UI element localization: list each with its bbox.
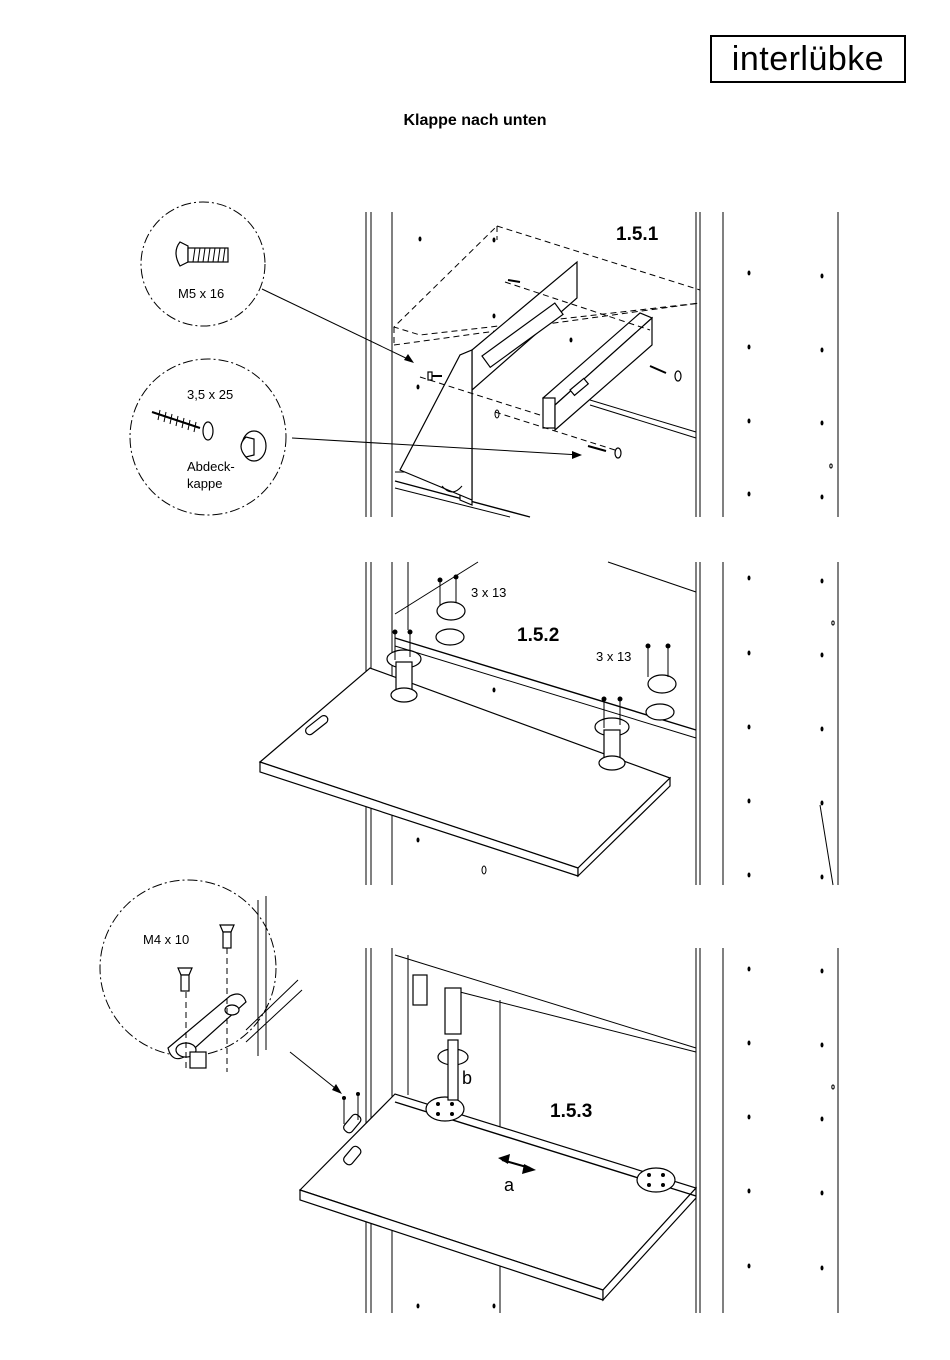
hinge-right-icon xyxy=(595,718,629,770)
step-number-1-5-3: 1.5.3 xyxy=(550,1101,592,1122)
screw-size-m4-label: M4 x 10 xyxy=(143,932,189,947)
label-b: b xyxy=(462,1068,472,1088)
machine-screw-icon xyxy=(176,242,228,266)
hinge-arm-icon xyxy=(413,975,468,1100)
wood-screw-icon xyxy=(152,410,213,440)
cover-cap-label-2: kappe xyxy=(187,476,222,491)
screw-size-m5-label: M5 x 16 xyxy=(178,286,224,301)
step-number-1-5-2: 1.5.2 xyxy=(517,625,559,646)
step-1-5-1-illustration: M5 x 16 3,5 x 25 Abdeck- kappe 1.5.1 xyxy=(130,202,838,517)
cover-cap-label-1: Abdeck- xyxy=(187,459,235,474)
screw-size-right-label: 3 x 13 xyxy=(596,649,631,664)
cover-cap-icon xyxy=(241,431,266,461)
screw-size-wood-label: 3,5 x 25 xyxy=(187,387,233,402)
step-number-1-5-1: 1.5.1 xyxy=(616,224,659,245)
label-a: a xyxy=(504,1175,515,1195)
step-1-5-2-illustration: 3 x 13 3 x 13 1.5.2 xyxy=(260,562,838,885)
screw-size-left-label: 3 x 13 xyxy=(471,585,506,600)
step-1-5-3-illustration: M4 x 10 b a 1.5.3 xyxy=(100,880,838,1313)
hinge-detail-icon xyxy=(168,948,246,1072)
